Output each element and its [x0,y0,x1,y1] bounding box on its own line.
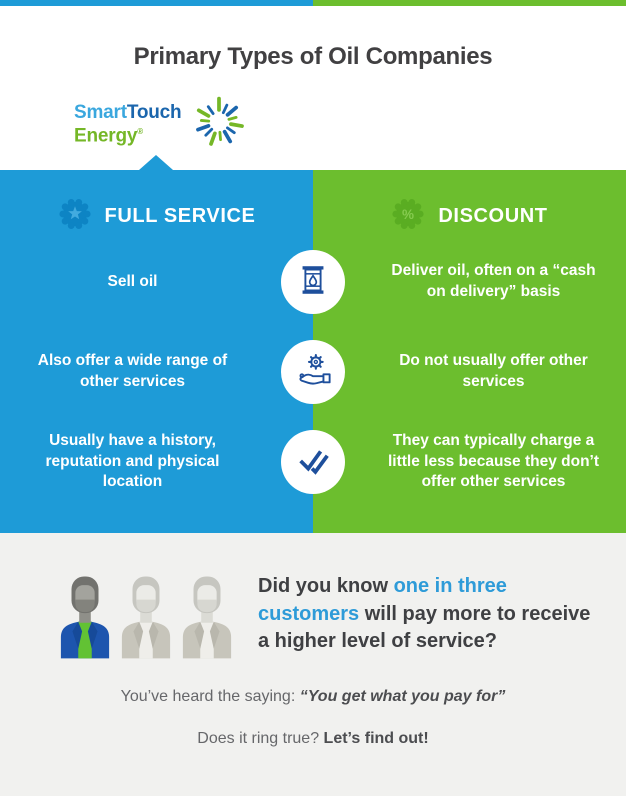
question-pre: Does it ring true? [197,730,324,747]
logo-word-smart: Smart [74,102,127,124]
header: Primary Types of Oil Companies SmartTouc… [0,6,626,170]
customer-icon [58,572,112,665]
customer-icon [119,572,173,665]
row-icon-circle [281,340,345,404]
top-bar-blue-segment [0,0,313,6]
logo-word-touch: Touch [126,102,182,124]
question-bold: Let’s find out! [323,730,429,747]
full-service-label: FULL SERVICE [104,205,256,227]
logo-wordmark: SmartTouch Energy® [74,102,182,147]
discount-label: DISCOUNT [438,205,548,227]
star-badge-icon [58,197,92,236]
discount-point-3: They can typically charge a little less … [387,431,600,491]
oil-barrel-icon [294,261,332,304]
headline-post: will pay more to receive a higher level … [258,602,591,653]
headline-pre: Did you know [258,575,394,597]
comparison-row: Usually have a history, reputation and p… [0,430,626,494]
row-icon-circle [281,430,345,494]
discount-point-2: Do not usually offer other services [399,352,588,390]
top-bar-green-segment [313,0,626,6]
discount-header: % DISCOUNT [313,197,626,236]
double-check-icon [294,441,332,484]
hand-gear-icon [294,351,332,394]
top-accent-bar [0,0,626,6]
question-line: Does it ring true? Let’s find out! [0,730,626,748]
footer-section: Did you know one in three customers will… [0,533,626,796]
panel-headers: FULL SERVICE % [0,170,626,236]
full-service-header: FULL SERVICE [0,197,313,236]
headline-highlight: one in three customers [258,575,507,625]
saying-line: You’ve heard the saying: “You get what y… [0,688,626,706]
customer-icon [180,572,234,665]
full-service-point-1: Sell oil [107,272,158,290]
saying-quote: “You get what you pay for” [299,688,506,705]
saying-pre: You’ve heard the saying: [120,688,300,705]
percent-badge-icon: % [391,197,425,236]
row-icon-circle [281,250,345,314]
comparison-row: Sell oil Deliver oil, often on a “cash o… [0,250,626,314]
percent-glyph: % [402,207,414,222]
smarttouch-energy-logo: SmartTouch Energy® [74,94,247,155]
discount-panel-background [313,170,626,533]
pointer-notch [139,155,173,170]
registered-mark: ® [137,127,143,137]
discount-point-1: Deliver oil, often on a “cash on deliver… [391,262,596,300]
full-service-panel-background [0,170,313,533]
starburst-icon [191,94,247,155]
logo-word-energy: Energy [74,125,138,147]
full-service-point-3: Usually have a history, reputation and p… [45,431,220,491]
comparison-row: Also offer a wide range of other service… [0,340,626,404]
did-you-know-headline: Did you know one in three customers will… [258,573,594,656]
page-title: Primary Types of Oil Companies [133,43,493,70]
full-service-point-2: Also offer a wide range of other service… [37,352,228,390]
comparison-section: FULL SERVICE % [0,155,626,533]
customers-illustration [58,572,234,665]
